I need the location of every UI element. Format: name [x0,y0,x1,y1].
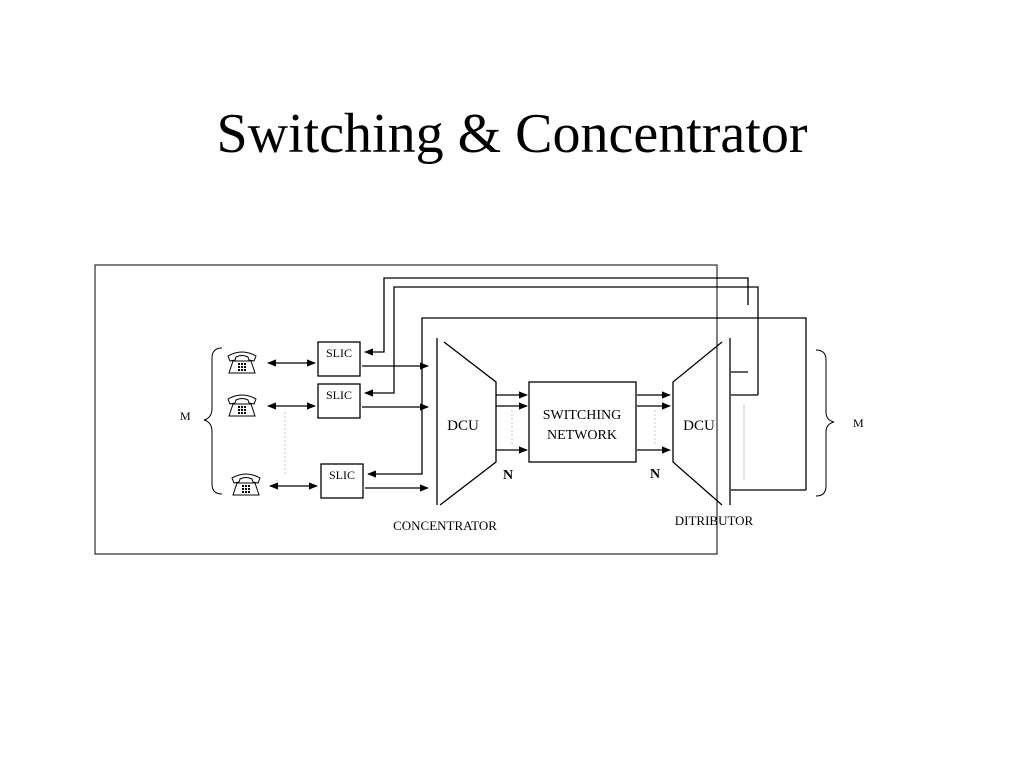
dcu-left-label: DCU [447,418,479,434]
slic-box [317,383,361,419]
telephone-icon [227,394,257,417]
switching-network-label-line1: SWITCHING [543,408,622,423]
slic-box [317,341,361,377]
right-group-brace [815,349,835,497]
concentrator-label: CONCENTRATOR [393,518,497,533]
return-path [367,317,807,490]
left-group-brace [203,347,223,495]
n-right-label: N [650,467,660,482]
switching-network-box [528,381,637,463]
slic-label: SLIC [326,346,352,360]
dcu-left-body [439,341,497,506]
distributor-label: DITRIBUTOR [675,513,754,528]
slide-title: Switching & Concentrator [216,103,808,165]
left-group-label: M [180,409,191,423]
dcu-right-body [672,341,723,506]
switching-network-label-line2: NETWORK [547,428,617,443]
slic-label: SLIC [326,388,352,402]
telephone-icon [227,351,257,374]
slic-box [320,463,364,499]
return-path [364,286,759,397]
concentrator-boundary [94,264,718,555]
slic-label: SLIC [329,468,355,482]
right-group-label: M [853,416,864,430]
telephone-icon [231,473,261,496]
dcu-right-label: DCU [683,418,715,434]
n-left-label: N [503,468,513,483]
